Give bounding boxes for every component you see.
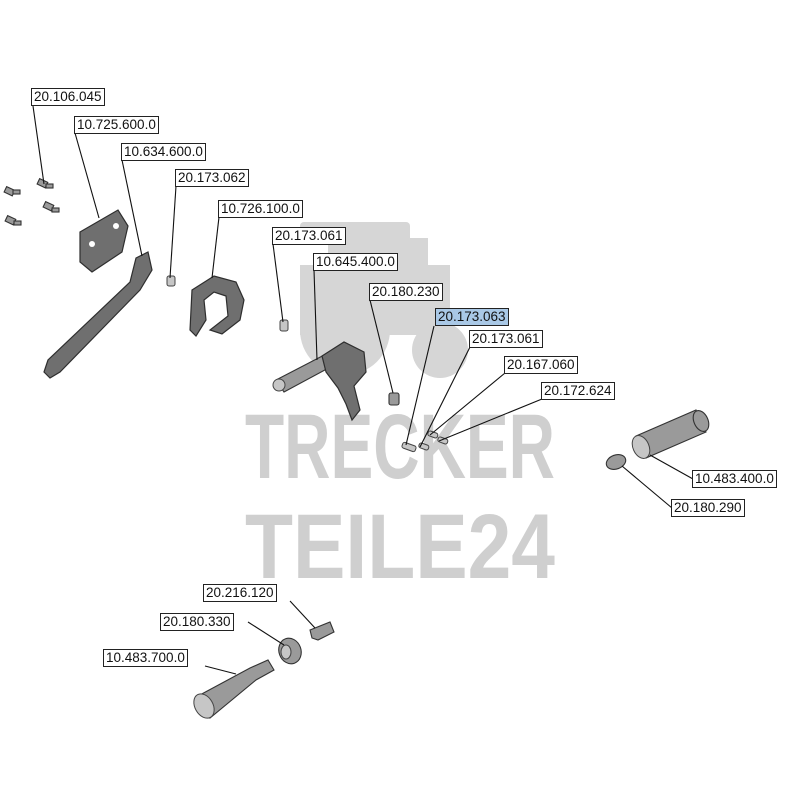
bracket-10.726.100.0[interactable]	[189, 275, 245, 337]
part-label-20.173.062[interactable]: 20.173.062	[175, 169, 249, 187]
insert-20.180.230[interactable]	[388, 392, 400, 406]
pin-20.173.061-a[interactable]	[279, 319, 289, 332]
part-label-20.106.045[interactable]: 20.106.045	[31, 88, 105, 106]
watermark-line-2: TEILE24	[245, 496, 555, 598]
shaft-10.483.700.0[interactable]	[190, 659, 275, 722]
watermark-line-1: TRECKER	[245, 396, 555, 498]
lever-10.634.600.0[interactable]	[43, 251, 153, 379]
part-label-10.483.400.0[interactable]: 10.483.400.0	[692, 470, 777, 488]
part-label-20.173.061-a[interactable]: 20.173.061	[272, 227, 346, 245]
part-label-10.645.400.0[interactable]: 10.645.400.0	[313, 253, 398, 271]
bushing-20.180.290[interactable]	[604, 452, 628, 472]
watermark: TRECKER TEILE24	[245, 222, 555, 598]
part-label-10.634.600.0[interactable]: 10.634.600.0	[121, 143, 206, 161]
clip-20.216.120[interactable]	[309, 621, 335, 641]
part-label-10.483.700.0[interactable]: 10.483.700.0	[103, 649, 188, 667]
bolts-20.106.045[interactable]	[3, 177, 60, 226]
cover-plate-10.725.600.0[interactable]	[79, 209, 129, 273]
bushing-20.180.330[interactable]	[275, 635, 305, 667]
part-label-10.726.100.0[interactable]: 10.726.100.0	[218, 200, 303, 218]
part-label-20.180.290[interactable]: 20.180.290	[671, 499, 745, 517]
pin-20.173.062[interactable]	[166, 275, 176, 287]
part-label-20.172.624[interactable]: 20.172.624	[541, 382, 615, 400]
part-label-20.216.120[interactable]: 20.216.120	[203, 584, 277, 602]
shaft-10.483.400.0[interactable]	[629, 408, 712, 461]
part-label-20.173.061-b[interactable]: 20.173.061	[469, 330, 543, 348]
part-label-20.180.230[interactable]: 20.180.230	[369, 283, 443, 301]
part-label-20.180.330[interactable]: 20.180.330	[160, 613, 234, 631]
leader-lines	[32, 105, 694, 675]
part-label-20.173.063[interactable]: 20.173.063	[435, 308, 509, 326]
part-label-10.725.600.0[interactable]: 10.725.600.0	[74, 116, 159, 134]
part-label-20.167.060[interactable]: 20.167.060	[504, 356, 578, 374]
shift-fork-10.645.400.0[interactable]	[272, 341, 367, 422]
